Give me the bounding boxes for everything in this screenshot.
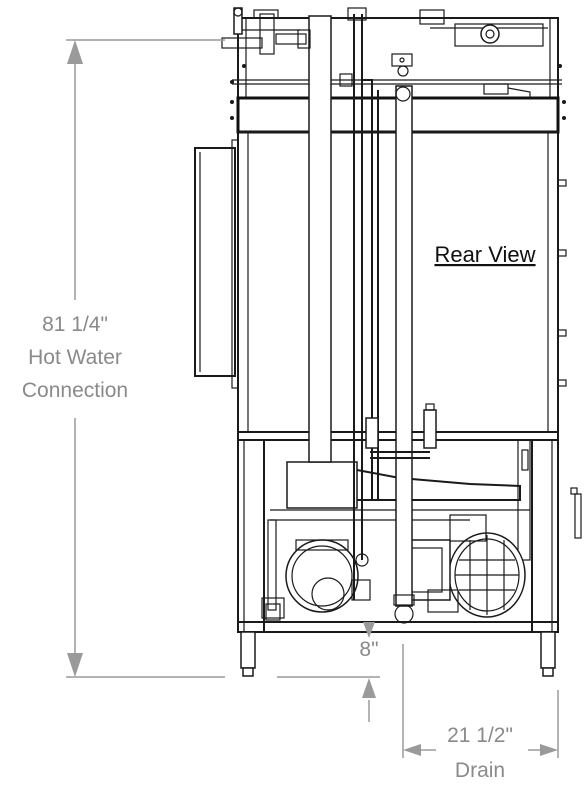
drain-height-dimension: 8" (277, 622, 380, 722)
top-valves (221, 7, 531, 98)
dishwasher-rear-view (194, 7, 582, 677)
height-dimension-value: 81 1/4" (42, 313, 108, 336)
bottom-frame (237, 621, 559, 633)
height-dimension: 81 1/4" Hot Water Connection (22, 39, 225, 678)
control-box (194, 147, 236, 377)
left-pump-motor (261, 539, 359, 621)
right-pump (399, 514, 526, 618)
fasteners (230, 64, 566, 120)
right-leg (531, 439, 559, 633)
view-label: Rear View (434, 242, 535, 267)
piping (308, 7, 437, 624)
drain-offset-value: 21 1/2" (447, 724, 513, 747)
left-leg (237, 439, 265, 633)
heater-box (286, 461, 358, 509)
height-dimension-sublabel: Connection (22, 379, 128, 402)
drain-offset-dimension: 21 1/2" Drain (402, 644, 559, 782)
drain-height-value: 8" (359, 638, 378, 661)
height-dimension-label: Hot Water (28, 346, 122, 369)
drain-offset-label: Drain (455, 759, 505, 782)
